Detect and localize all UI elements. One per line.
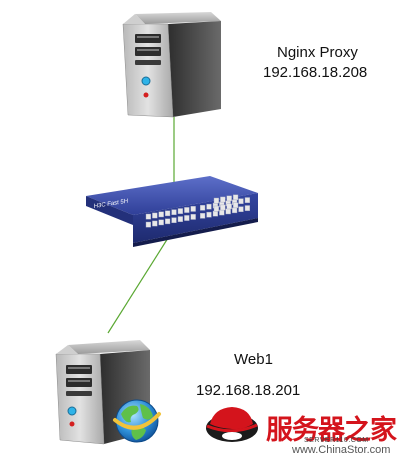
proxy-name-label: Nginx Proxy: [277, 44, 358, 61]
switch-port: [152, 220, 158, 227]
switch-port: [220, 196, 226, 203]
web1-name-label: Web1: [234, 351, 273, 368]
switch-port: [158, 219, 164, 226]
switch-port: [145, 213, 152, 220]
switch-port: [244, 205, 251, 211]
redhat-logo-icon: [206, 407, 258, 442]
switch-port: [213, 205, 220, 212]
switch-port: [158, 211, 164, 218]
switch-port: [213, 197, 220, 204]
proxy-ip-label: 192.168.18.208: [263, 64, 368, 81]
switch-ports: [145, 194, 251, 228]
switch-port: [226, 203, 232, 210]
network-switch-icon: H3C Fast 5H: [86, 176, 258, 247]
switch-port: [190, 206, 196, 212]
switch-port: [206, 203, 212, 210]
link-switch-web1: [107, 237, 169, 334]
switch-port: [184, 215, 190, 221]
switch-port: [220, 204, 226, 211]
switch-port: [171, 209, 177, 216]
watermark-title: 服务器之家: [266, 415, 397, 446]
switch-port: [232, 194, 239, 201]
watermark-subtitle: SERVER110.COM: [304, 437, 369, 444]
proxy-server-icon: [122, 12, 221, 118]
switch-port: [212, 210, 219, 217]
switch-port: [225, 208, 231, 215]
switch-port: [184, 207, 190, 213]
switch-port: [219, 209, 225, 216]
switch-port: [164, 210, 171, 217]
watermark-url: www.ChinaStor.com: [292, 444, 391, 456]
switch-port: [244, 197, 251, 203]
switch-port: [238, 198, 244, 205]
switch-port: [231, 207, 238, 214]
switch-brand-label: H3C Fast 5H: [93, 199, 129, 210]
switch-port: [177, 216, 184, 222]
switch-port: [199, 204, 206, 211]
switch-port: [171, 217, 177, 224]
web1-ip-label: 192.168.18.201: [196, 382, 301, 399]
switch-port: [164, 218, 171, 225]
switch-port: [238, 206, 244, 213]
globe-icon: [113, 399, 161, 443]
switch-port: [232, 202, 239, 209]
switch-port: [177, 208, 184, 214]
switch-port: [145, 221, 152, 228]
switch-port: [190, 214, 196, 220]
switch-port: [206, 211, 212, 218]
switch-port: [226, 195, 232, 202]
switch-port: [152, 212, 158, 219]
switch-port: [199, 212, 206, 219]
